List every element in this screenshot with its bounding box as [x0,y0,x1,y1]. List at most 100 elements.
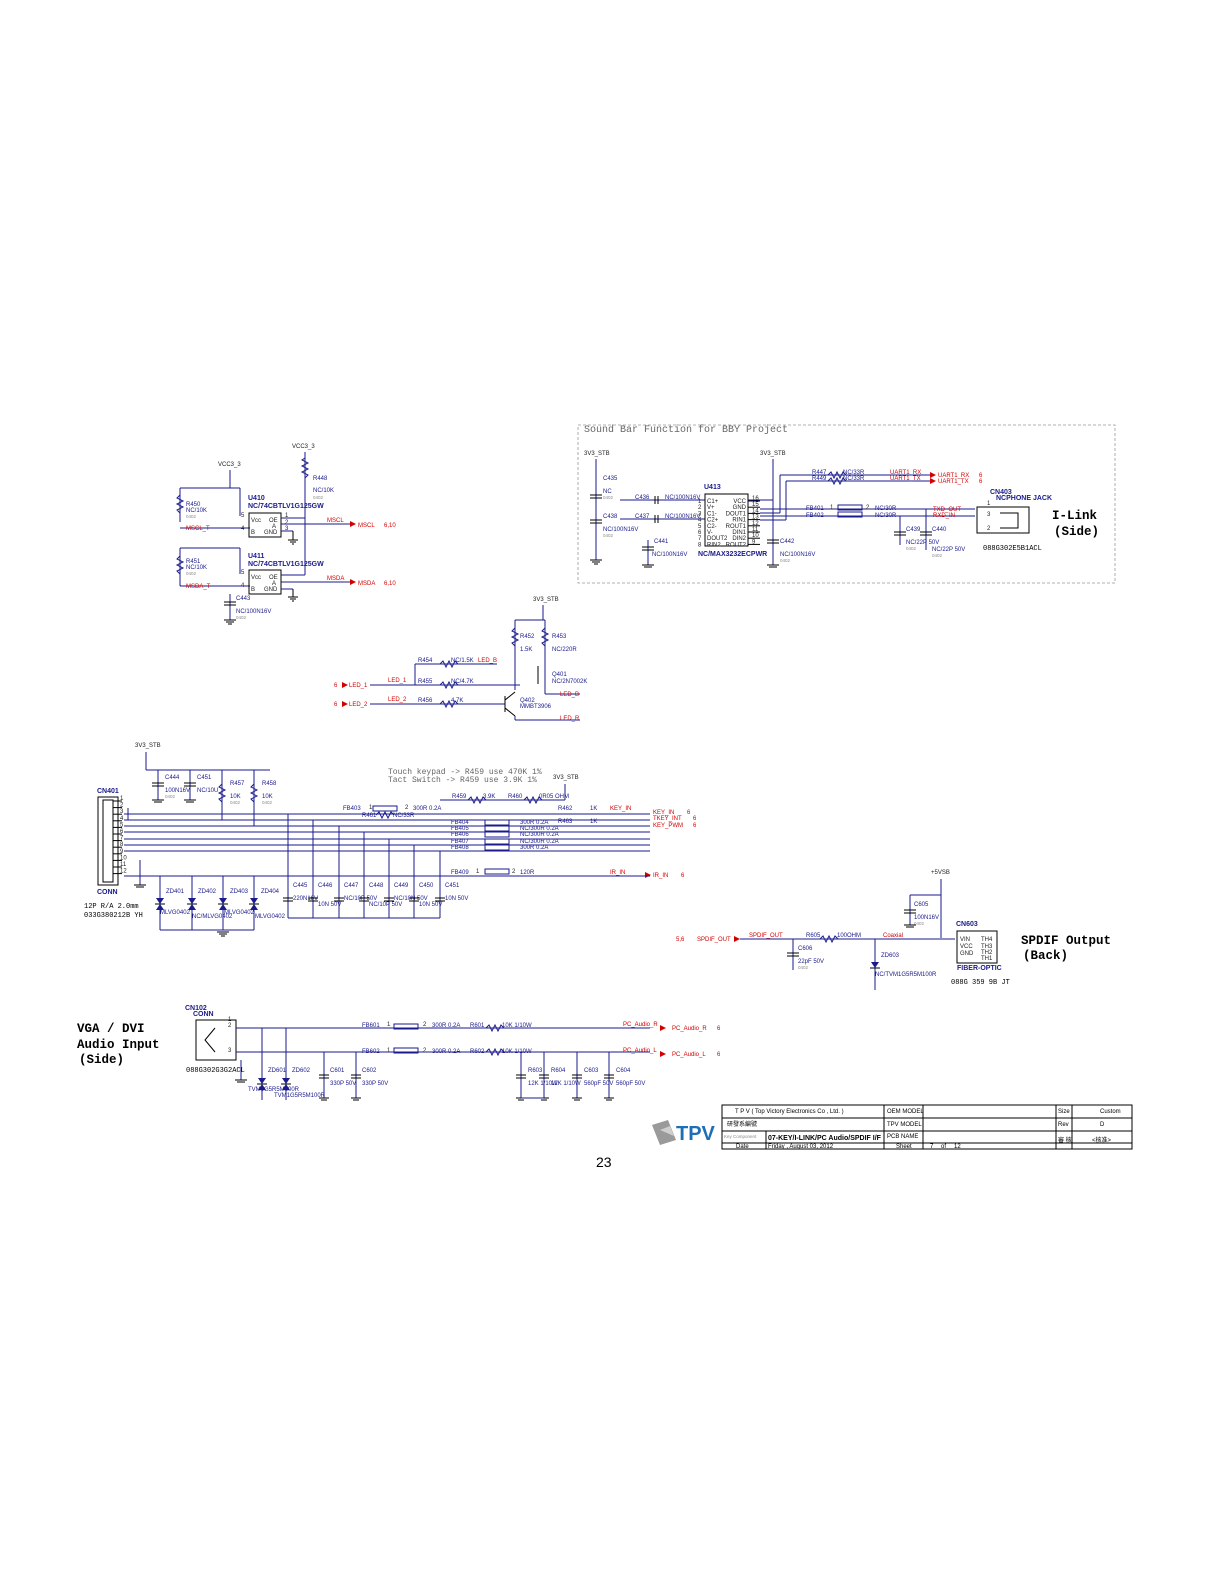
cn603-part: FIBER-OPTIC [957,965,1002,972]
svg-text:NC/220R: NC/220R [552,647,577,653]
u413-pin-num: 4 [698,518,702,524]
svg-text:ZD403: ZD403 [230,889,249,895]
u413-pin: RIN2 [707,542,721,548]
svg-text:10N 50V: 10N 50V [419,902,442,908]
svg-text:TH4: TH4 [981,937,993,943]
svg-text:C606: C606 [798,946,813,952]
u413-pin-num: 11 [752,527,759,533]
svg-text:0402: 0402 [603,533,614,538]
svg-text:C445: C445 [293,883,308,889]
svg-text:CONN: CONN [97,889,118,896]
svg-text:TPV MODEL: TPV MODEL [887,1122,922,1128]
svg-text:1: 1 [228,1017,232,1023]
net-key-in: KEY_IN [653,810,674,816]
vga-audio-input: Audio Input [77,1038,160,1052]
svg-text:2: 2 [423,1048,427,1054]
svg-text:7: 7 [930,1144,934,1150]
u413-pin-num: 15 [752,502,759,508]
svg-text:R601: R601 [470,1023,485,1029]
svg-text:Date: Date [736,1144,749,1150]
svg-text:1.5K: 1.5K [520,647,532,653]
svg-text:IR_IN: IR_IN [610,870,625,876]
svg-text:6: 6 [334,702,338,708]
svg-text:0402: 0402 [236,615,247,620]
svg-text:220N16V: 220N16V [293,896,318,902]
svg-text:560pF 50V: 560pF 50V [584,1081,613,1087]
svg-text:NC/10K: NC/10K [186,508,207,514]
svg-text:6,10: 6,10 [384,581,396,587]
svg-text:UART1_TX: UART1_TX [890,476,921,482]
u413-pin: VCC [733,499,746,505]
svg-text:2: 2 [285,520,289,526]
cn401-pin-num: 6 [120,829,124,835]
svg-text:OEM MODEL: OEM MODEL [887,1109,924,1115]
cn401-pin-num: 7 [120,836,124,842]
svg-text:R459: R459 [452,794,467,800]
svg-text:MLVG0402: MLVG0402 [160,910,191,916]
cn401-pn: 033G380212B YH [84,912,143,920]
net-msda: MSDA [327,576,344,582]
svg-text:FB401: FB401 [806,506,824,512]
net-mscl-t: MSCL_T [186,526,210,532]
svg-text:FB404: FB404 [451,820,469,826]
svg-text:2: 2 [228,1023,232,1029]
svg-text:CONN: CONN [193,1011,214,1018]
svg-text:Sheet: Sheet [896,1144,912,1150]
svg-text:D: D [1100,1122,1105,1128]
svg-text:PC_Audio_R: PC_Audio_R [623,1022,658,1028]
svg-text:0402: 0402 [186,571,197,576]
svg-text:C448: C448 [369,883,384,889]
svg-text:ZD401: ZD401 [166,889,185,895]
cn403-ref: CN403 [990,489,1012,496]
svg-text:C602: C602 [362,1068,377,1074]
u413-pin-num: 6 [698,530,702,536]
svg-text:FB601: FB601 [362,1023,380,1029]
svg-text:NC/300R 0.2A: NC/300R 0.2A [520,832,559,838]
svg-text:Custom: Custom [1100,1109,1121,1115]
cn401-pin-num: 10 [120,855,127,861]
svg-text:C442: C442 [780,539,795,545]
sound-bar-block: Sound Bar Function for BBY Project 3V3_S… [577,424,1116,584]
u413-ref: U413 [704,484,721,491]
sheet-date: Friday , August 03, 2012 [768,1144,834,1150]
svg-text:ZD603: ZD603 [881,953,900,959]
svg-text:C441: C441 [654,539,669,545]
svg-text:PC_Audio_L: PC_Audio_L [623,1048,657,1054]
svg-text:10K 1/10W: 10K 1/10W [502,1049,532,1055]
svg-text:審 核: 審 核 [1058,1136,1072,1144]
svg-text:R453: R453 [552,634,567,640]
svg-text:330P 50V: 330P 50V [330,1081,356,1087]
svg-text:R602: R602 [470,1049,485,1055]
svg-text:NC/100N16V: NC/100N16V [780,552,815,558]
svg-text:6: 6 [334,683,338,689]
svg-text:12: 12 [954,1144,961,1150]
svg-text:C440: C440 [932,527,947,533]
svg-text:3V3_STB: 3V3_STB [584,451,610,457]
svg-text:TH1: TH1 [981,956,993,962]
net-ir-in: IR_IN [653,873,668,879]
u413-pin-num: 1 [698,499,702,505]
svg-text:NC/100N16V: NC/100N16V [665,495,700,501]
svg-text:100N16V: 100N16V [165,788,190,794]
u413-pin-num: 3 [698,511,702,517]
svg-text:C439: C439 [906,527,921,533]
svg-text:300R 0.2A: 300R 0.2A [520,820,548,826]
svg-text:NC/100N16V: NC/100N16V [652,552,687,558]
svg-text:560pF 50V: 560pF 50V [616,1081,645,1087]
svg-text:ZD402: ZD402 [198,889,217,895]
vga-audio-block: VGA / DVI Audio Input (Side) CN102 CONN … [77,1005,721,1099]
net-led-1: LED_1 [349,683,368,689]
svg-text:2: 2 [866,505,870,511]
ilink-title: I-Link [1052,509,1098,523]
svg-text:1: 1 [476,869,480,875]
svg-text:B: B [251,587,255,593]
title-block: TPV T P V ( Top Victory Electronics Co ,… [652,1104,1133,1150]
u413-pin: ROUT1 [726,524,747,530]
r451-ref: R451 [186,559,201,565]
u413-pin-num: 8 [698,542,702,548]
svg-text:6: 6 [717,1026,721,1032]
svg-text:NC/100N16V: NC/100N16V [665,514,700,520]
page-number: 23 [596,1154,612,1170]
svg-text:1: 1 [285,513,289,519]
